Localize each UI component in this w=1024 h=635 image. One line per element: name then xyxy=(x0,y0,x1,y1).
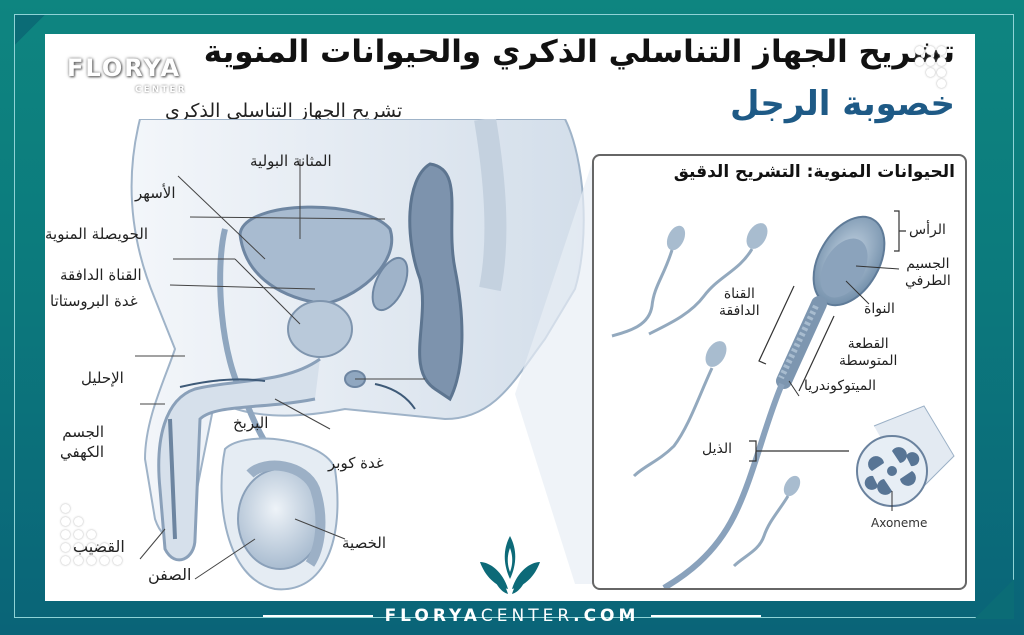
label-penis: القضيب xyxy=(73,537,125,556)
label-tail: الذيل xyxy=(702,441,733,457)
label-seminal-vesicle: الحويصلة المنوية xyxy=(45,225,149,243)
label-sperm-ejaculatory-duct: القناة الدافقة xyxy=(719,286,760,320)
watermark-sub: CENTER xyxy=(135,85,187,95)
label-vas-deferens: الأسهر xyxy=(135,184,176,202)
label-nucleus: النواة xyxy=(864,301,895,317)
sperm-anatomy-panel: الحيوانات المنوية: التشريح الدقيق xyxy=(592,154,967,590)
label-corpus-cavernosum-line1: الجسم xyxy=(62,423,105,441)
label-sperm-ejaculatory-duct-line2: الدافقة xyxy=(719,303,760,319)
label-acrosome: الجسيم الطرفي xyxy=(905,256,951,290)
watermark-brand: FLORYA xyxy=(67,54,182,82)
footer-brand-tld: .COM xyxy=(573,605,640,626)
florya-leaf-logo xyxy=(480,536,540,594)
label-prostate: غدة البروستاتا xyxy=(50,292,138,310)
label-acrosome-line2: الطرفي xyxy=(905,273,951,289)
label-bladder: المثانة البولية xyxy=(250,152,332,170)
page-subtitle: خصوبة الرجل xyxy=(730,84,955,124)
label-cowper-gland: غدة كوبر xyxy=(328,454,384,472)
footer-website-link[interactable]: FLORYACENTER.COM xyxy=(385,606,640,626)
footer-arrow-left xyxy=(262,614,373,617)
dots-decoration-top xyxy=(915,46,955,96)
label-midpiece: القطعة المتوسطة xyxy=(839,336,897,370)
label-corpus-cavernosum: الجسم الكهفي xyxy=(60,422,104,462)
label-corpus-cavernosum-line2: الكهفي xyxy=(60,443,105,461)
label-acrosome-line1: الجسيم xyxy=(906,256,950,272)
footer-brand-light: CENTER xyxy=(480,605,574,626)
footer-bar: FLORYACENTER.COM xyxy=(0,596,1024,635)
label-scrotum: الصفن xyxy=(148,565,192,584)
sperm-illustration xyxy=(611,210,955,588)
label-axoneme: Axoneme xyxy=(871,516,928,530)
label-epididymis: البربخ xyxy=(233,414,269,432)
anatomy-heading: تشريح الجهاز التناسلي الذكري xyxy=(165,100,403,122)
footer-brand-bold: FLORYA xyxy=(384,605,481,626)
label-ejaculatory-duct: القناة الدافقة xyxy=(60,266,142,284)
frame-corner-accent xyxy=(15,15,45,45)
label-mitochondria: الميتوكوندريا xyxy=(804,378,876,394)
sperm-panel-title: الحيوانات المنوية: التشريح الدقيق xyxy=(673,162,955,182)
label-testis: الخصية xyxy=(342,534,386,552)
footer-arrow-right xyxy=(651,614,762,617)
label-sperm-head: الرأس xyxy=(909,222,946,238)
dots-decoration-bottom xyxy=(61,504,131,584)
page-title: تشريح الجهاز التناسلي الذكري والحيوانات … xyxy=(203,34,955,70)
frame-border-line xyxy=(14,14,1014,618)
label-midpiece-line1: القطعة xyxy=(847,336,889,352)
label-midpiece-line2: المتوسطة xyxy=(839,353,898,369)
infographic-canvas: تشريح الجهاز التناسلي الذكري والحيوانات … xyxy=(45,34,975,601)
frame-corner-accent-br xyxy=(974,579,1014,619)
label-urethra: الإحليل xyxy=(81,369,124,387)
zoom-connector xyxy=(515,154,605,584)
label-sperm-ejaculatory-duct-line1: القناة xyxy=(723,286,755,302)
male-reproductive-anatomy-illustration xyxy=(130,119,585,591)
